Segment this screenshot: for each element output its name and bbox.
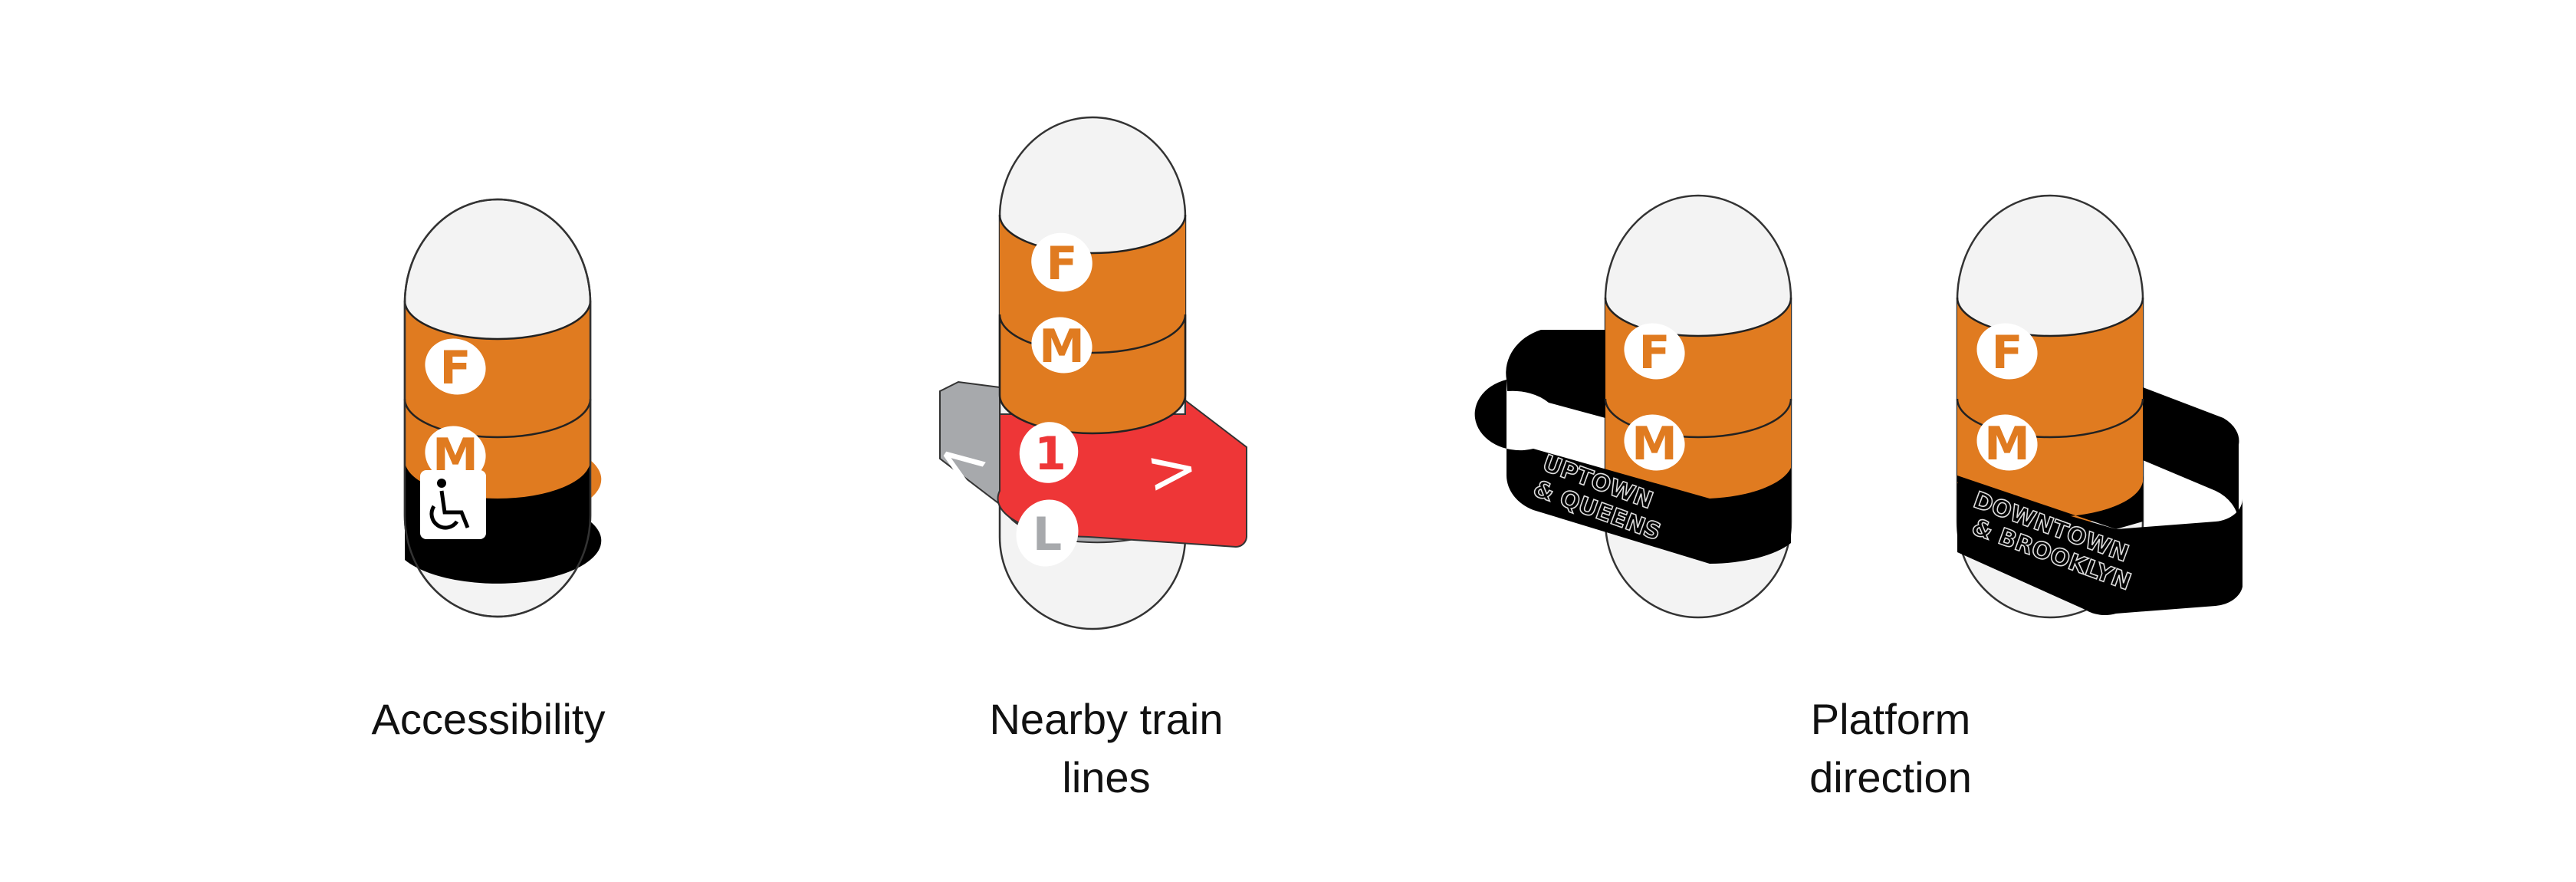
bullet-l (1016, 499, 1079, 567)
arrow-right-icon: > (1142, 431, 1202, 508)
bullet-m-letter: M (1984, 417, 2030, 471)
label-platform-line1: Platform (1810, 695, 1971, 743)
bullet-f-letter: F (1992, 326, 2023, 380)
pillar-outline (403, 198, 592, 618)
label-platform-line2: direction (1809, 753, 1972, 801)
bullet-1-number: 1 (1034, 427, 1066, 481)
seam (403, 398, 592, 439)
direction-band-back (2143, 387, 2239, 522)
bullet-1 (1019, 422, 1079, 483)
bullet-f (1624, 323, 1685, 380)
seam (1604, 398, 1792, 439)
bullet-m (1624, 414, 1685, 471)
label-platform-direction: Platform direction (1809, 690, 1972, 807)
bullet-m-letter: M (1631, 417, 1677, 471)
uptown-pillar: F M UPTOWN & QUEENS (1474, 194, 1792, 619)
bullet-f (425, 338, 486, 395)
bullet-m (425, 426, 486, 482)
seam (1956, 297, 2144, 337)
bullet-l-letter: L (1033, 508, 1062, 561)
label-nearby-train-lines: Nearby train lines (989, 690, 1223, 807)
accessibility-pillar: F M (403, 198, 602, 618)
direction-band-back (1506, 330, 1605, 418)
nearby-lines-pillar: F M 1 L > < (920, 116, 1247, 630)
seam (1956, 398, 2144, 439)
bullet-m (1031, 317, 1092, 374)
downtown-pillar: F M DOWNTOWN & BROOKLYN (1956, 194, 2243, 619)
direction-band-front (1957, 483, 2243, 615)
bullet-f-letter: F (1046, 237, 1078, 291)
direction-band-mid (1957, 476, 2144, 529)
bullet-f-letter: F (1639, 326, 1671, 380)
label-nearby-line2: lines (1062, 753, 1151, 801)
bullet-m (1976, 414, 2038, 471)
seam (403, 300, 592, 341)
bullet-f-letter: F (440, 341, 472, 395)
label-accessibility: Accessibility (372, 690, 606, 749)
label-nearby-line1: Nearby train (989, 695, 1224, 743)
wheelchair-icon (420, 470, 486, 539)
bullet-m-letter: M (1039, 320, 1085, 374)
seam (998, 214, 1187, 255)
direction-band-front (1474, 380, 1791, 564)
seam (1604, 297, 1792, 337)
band-accessibility (405, 460, 602, 584)
bullet-f (1976, 323, 2038, 380)
bullet-f (1031, 232, 1092, 292)
label-accessibility-text: Accessibility (371, 695, 606, 743)
